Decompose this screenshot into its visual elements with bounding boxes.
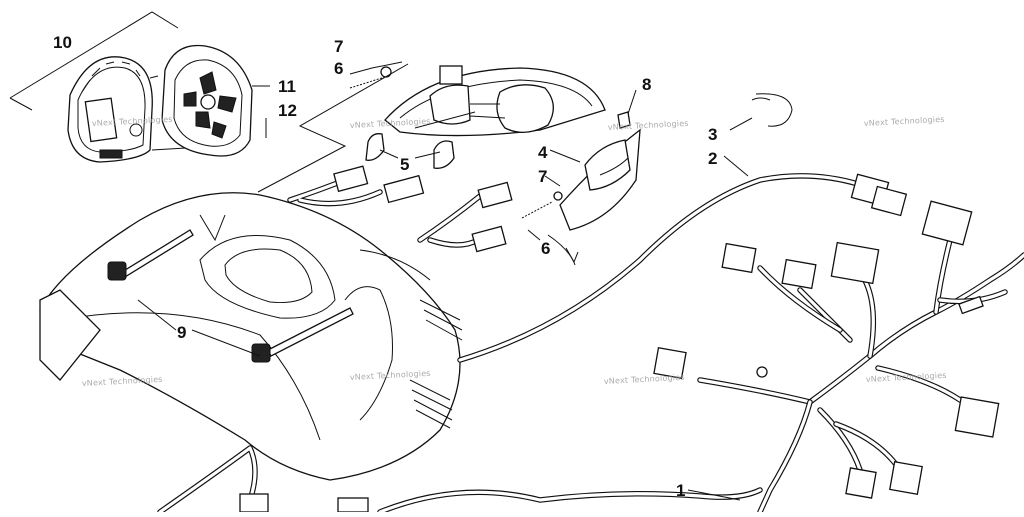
watermark-text: vNext Technologies — [350, 117, 431, 130]
leader-lines — [137, 61, 753, 501]
watermark-text: vNext Technologies — [866, 371, 947, 384]
callout-12: 12 — [278, 101, 297, 120]
wire-harness-main — [457, 173, 908, 363]
callout-6-upper: 6 — [334, 59, 343, 78]
callout-labels: 10 11 12 7 6 5 8 3 2 4 7 6 9 1 — [53, 33, 717, 500]
callout-3: 3 — [708, 125, 717, 144]
callout-5: 5 — [400, 155, 409, 174]
callout-8: 8 — [642, 75, 651, 94]
callout-10: 10 — [53, 33, 72, 52]
headlight-housing-lower — [547, 111, 641, 266]
callout-6-lower: 6 — [541, 239, 550, 258]
gauge-assembly — [67, 56, 221, 163]
mounting-bolts — [107, 229, 354, 363]
callout-2: 2 — [708, 149, 717, 168]
watermarks: vNext Technologies vNext Technologies vN… — [82, 115, 947, 388]
gauge-backing — [161, 44, 253, 157]
callout-11: 11 — [278, 77, 296, 96]
callout-7-upper: 7 — [334, 37, 343, 56]
callout-9: 9 — [177, 323, 186, 342]
callout-1: 1 — [676, 481, 685, 500]
callout-4: 4 — [538, 143, 548, 162]
headlight-harness — [287, 165, 513, 253]
watermark-text: vNext Technologies — [864, 115, 945, 128]
watermark-text: vNext Technologies — [92, 115, 173, 128]
watermark-text: vNext Technologies — [350, 369, 431, 382]
hood-cowl — [39, 192, 463, 481]
watermark-text: vNext Technologies — [604, 373, 685, 386]
watermark-text: vNext Technologies — [82, 375, 163, 388]
elbow-fittings — [365, 133, 455, 169]
wire-harness-chassis — [157, 200, 1024, 515]
watermark-text: vNext Technologies — [608, 119, 689, 132]
callout-7-lower: 7 — [538, 167, 547, 186]
headlight-housing-upper — [384, 65, 606, 137]
